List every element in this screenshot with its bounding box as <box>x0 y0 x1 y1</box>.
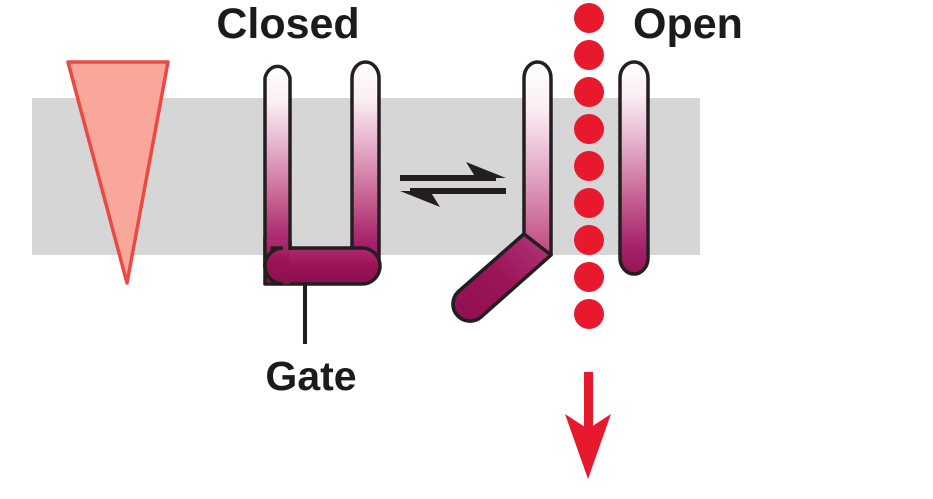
label-open: Open <box>633 0 743 48</box>
ion-dot <box>574 114 604 144</box>
ion-dot <box>574 188 604 218</box>
ion-flow-arrow <box>565 372 611 479</box>
ion-dot <box>574 262 604 292</box>
ion-dot <box>574 77 604 107</box>
ion-dot <box>574 299 604 329</box>
closed-left-helix <box>263 64 292 270</box>
ion-dot <box>574 40 604 70</box>
closed-right-helix <box>350 60 381 270</box>
closed-channel <box>263 60 382 286</box>
permeating-ion-column <box>574 3 604 329</box>
gradient-triangle <box>66 60 170 285</box>
ion-dot <box>574 3 604 33</box>
equilibrium-arrow <box>400 162 506 207</box>
open-right-helix <box>618 60 650 276</box>
open-gate-leg-shading <box>451 232 553 323</box>
open-channel <box>451 60 650 323</box>
closed-gate-left-cap <box>263 246 284 286</box>
label-closed: Closed <box>216 0 359 48</box>
ion-dot <box>574 151 604 181</box>
ion-dot <box>574 225 604 255</box>
label-gate: Gate <box>265 353 356 399</box>
